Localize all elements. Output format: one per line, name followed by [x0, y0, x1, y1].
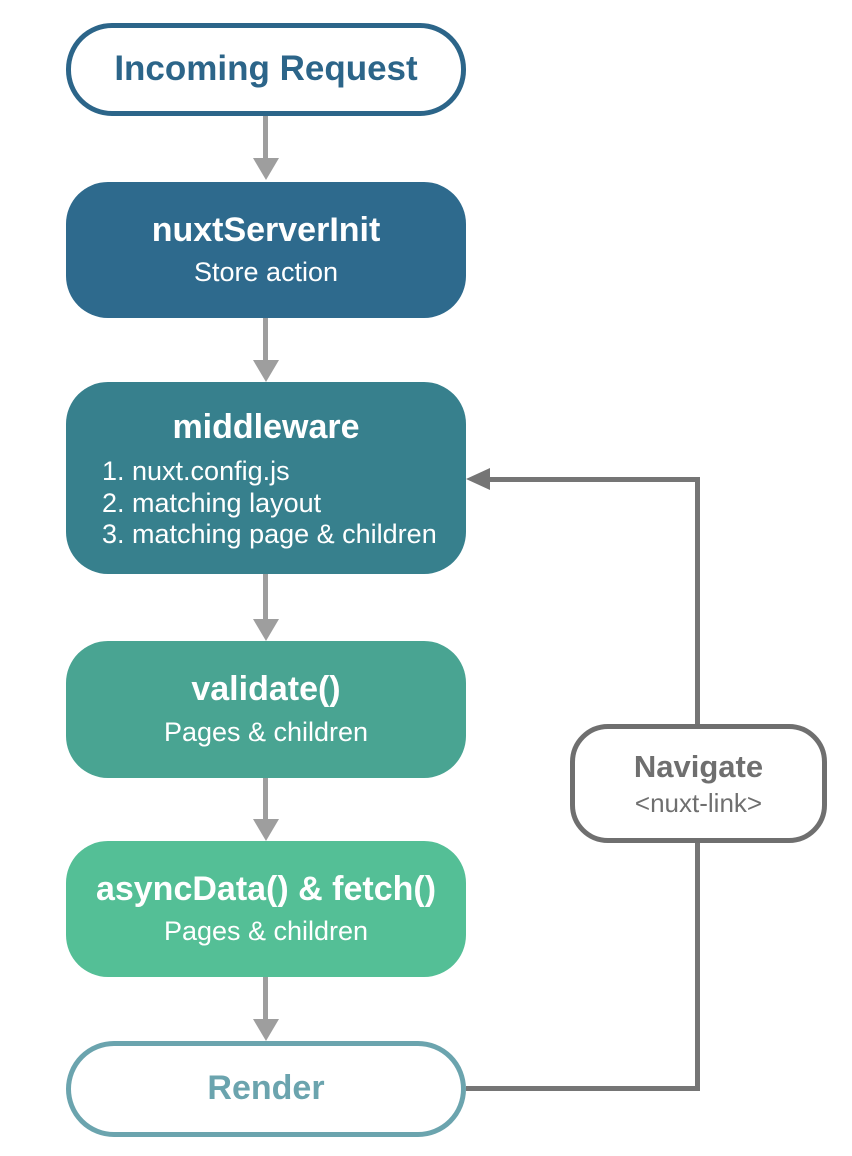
async-data-fetch-subtitle: Pages & children: [163, 916, 369, 947]
arrow-down-1-head-icon: [253, 158, 279, 180]
middleware-step-3: 3. matching page & children: [102, 519, 437, 550]
node-validate: validate() Pages & children: [66, 641, 466, 778]
navigate-label: Navigate: [633, 748, 764, 784]
arrow-down-4-head-icon: [253, 819, 279, 841]
node-middleware: middleware 1. nuxt.config.js 2. matching…: [66, 382, 466, 574]
node-incoming-request: Incoming Request: [66, 23, 466, 116]
render-label: Render: [207, 1069, 325, 1108]
arrow-down-4: [263, 778, 268, 819]
arrow-down-2-head-icon: [253, 360, 279, 382]
middleware-steps-list: 1. nuxt.config.js 2. matching layout 3. …: [66, 456, 437, 551]
arrow-down-5: [263, 977, 268, 1019]
navigate-subtitle: <nuxt-link>: [634, 787, 763, 818]
validate-label: validate(): [191, 670, 341, 709]
arrow-down-2: [263, 318, 268, 360]
loop-line-top: [489, 477, 700, 482]
arrow-down-3-head-icon: [253, 619, 279, 641]
loop-line-bottom: [466, 1086, 700, 1091]
arrow-down-1: [263, 116, 268, 158]
arrow-down-3: [263, 574, 268, 619]
validate-subtitle: Pages & children: [163, 716, 369, 747]
node-render: Render: [66, 1041, 466, 1137]
arrow-down-5-head-icon: [253, 1019, 279, 1041]
node-async-data-fetch: asyncData() & fetch() Pages & children: [66, 841, 466, 977]
nuxt-server-init-label: nuxtServerInit: [151, 210, 381, 249]
node-navigate: Navigate <nuxt-link>: [570, 724, 827, 843]
node-nuxt-server-init: nuxtServerInit Store action: [66, 182, 466, 318]
incoming-request-label: Incoming Request: [114, 49, 418, 89]
middleware-step-2: 2. matching layout: [102, 487, 322, 518]
nuxt-server-init-subtitle: Store action: [193, 257, 339, 288]
middleware-step-1: 1. nuxt.config.js: [102, 456, 290, 487]
middleware-label: middleware: [172, 408, 360, 446]
async-data-fetch-label: asyncData() & fetch(): [95, 869, 437, 908]
loop-arrowhead-icon: [466, 468, 490, 490]
